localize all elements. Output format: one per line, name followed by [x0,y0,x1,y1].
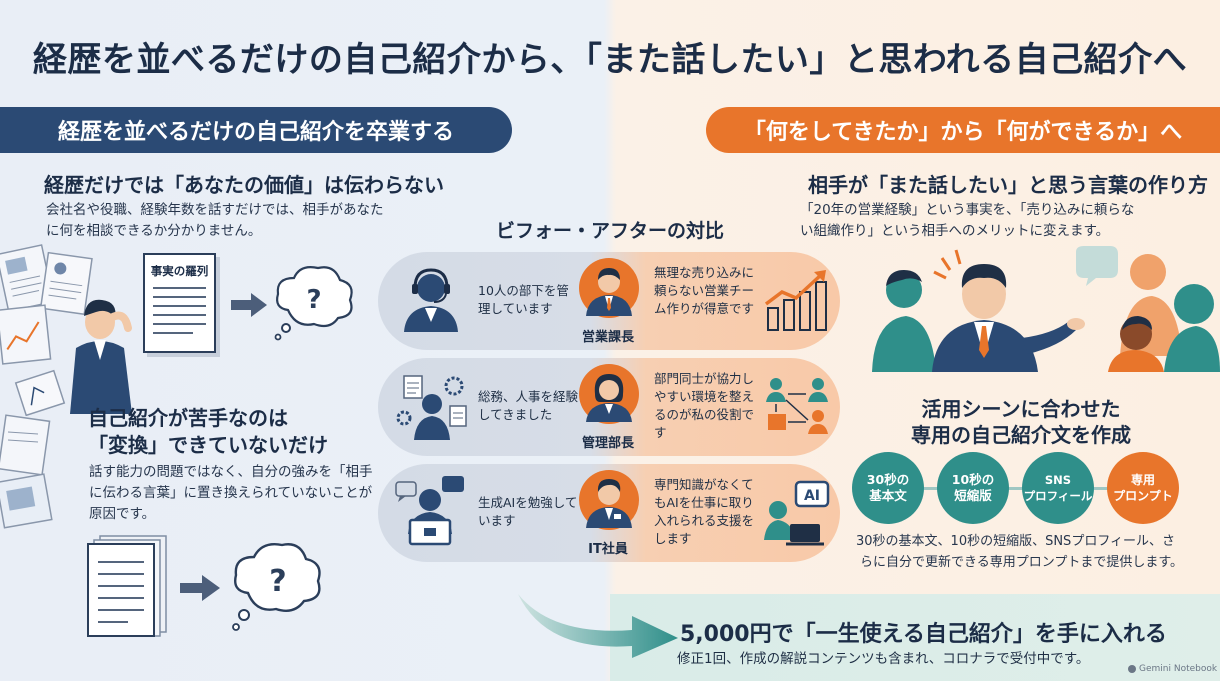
left-heading-1: 経歴だけでは「あなたの価値」は伝わらない [44,173,444,197]
presenter-audience-illustration [872,246,1220,372]
scene-connector [880,487,1142,490]
role-label: 営業課長 [581,330,634,345]
before-text: 生成AIを勉強しています [478,495,578,528]
comparison-row-it-staff: 生成AIを勉強しています IT社員 専門知識がなくてもAIを仕事に取り入れられる… [378,464,840,562]
after-text: 無理な売り込みに頼らない営業チーム作りが得意です [654,265,755,316]
curved-arrow-icon [518,594,678,658]
cta-band [610,594,1220,681]
svg-text:?: ? [306,285,321,315]
role-label: IT社員 [588,542,628,557]
arrow-right-icon [231,293,267,317]
laptop-person-icon [395,476,464,546]
right-heading-2: 活用シーンに合わせた 専用の自己紹介文を作成 [911,397,1131,447]
fact-list-label: 事実の羅列 [150,264,209,278]
right-text-1: 「20年の営業経験」という事実を、「売り込みに頼らな い組織作り」という相手への… [800,202,1135,239]
scene-10sec-short: 10秒の短縮版 [937,452,1009,524]
left-section-banner: 経歴を並べるだけの自己紹介を卒業する [0,107,512,153]
right-heading-1: 相手が「また話したい」と思う言葉の作り方 [808,173,1208,197]
headset-person-icon [404,268,458,332]
watermark: Gemini Notebook [1128,664,1217,674]
stacked-documents-icon [87,535,167,637]
cta-title: 5,000円で「一生使える自己紹介」を手に入れる [680,622,1167,647]
left-text-1: 会社名や役職、経験年数を話すだけでは、相手があなた に何を相談できるか分かりませ… [46,202,384,239]
admin-manager-avatar [579,364,639,424]
before-text: 10人の部下を管理しています [478,283,569,316]
cta-subtitle: 修正1回、作成の解説コンテンツも含まれ、コロナラで受付中です。 [677,651,1090,667]
question-cloud-icon: ? [232,543,321,631]
comparison-row-sales-manager: 10人の部下を管理しています 営業課長 無理な売り込みに頼らない営業チーム作りが… [378,252,840,350]
scattered-documents-illustration [0,414,53,529]
team-network-icon [766,378,828,434]
it-staff-avatar [579,470,639,530]
question-cloud-icon: ? [274,266,353,341]
scene-30sec-basic: 30秒の基本文 [852,452,924,524]
svg-text:?: ? [269,564,286,599]
before-text: 総務、人事を経験してきました [478,389,579,422]
notebook-icon [1128,665,1136,673]
fact-list-document: 事実の羅列 [143,253,216,353]
ai-support-icon: AI [764,480,830,546]
after-text: 部門同士が協力しやすい環境を整えるのが私の役割です [654,371,755,440]
scene-description: 30秒の基本文、10秒の短縮版、SNSプロフィール、さ らに自分で更新できる専用… [856,534,1184,570]
page-title: 経歴を並べるだけの自己紹介から、「また話したい」と思われる自己紹介へ [32,40,1188,80]
left-text-2: 話す能力の問題ではなく、自分の強みを「相手 に伝わる言葉」に置き換えられていない… [89,464,373,522]
scene-custom-prompt: 専用プロンプト [1107,452,1179,524]
after-text: 専門知識がなくてもAIを仕事に取り入れられる支援をします [654,477,755,546]
right-section-banner: 「何をしてきたか」から「何ができるか」へ [706,107,1220,153]
role-label: 管理部長 [581,436,634,451]
growth-chart-icon [764,270,827,331]
arrow-right-icon [180,575,220,601]
left-heading-2: 自己紹介が苦手なのは 「変換」できていないだけ [88,406,328,457]
sales-manager-avatar [579,258,639,318]
stressed-person-illustration [0,244,132,416]
comparison-title: ビフォー・アフターの対比 [495,220,724,242]
ai-badge-text: AI [804,488,820,504]
hr-person-icon [396,375,467,440]
comparison-row-admin-manager: 総務、人事を経験してきました 管理部長 部門同士が協力しやすい環境を整えるのが私… [378,358,840,456]
